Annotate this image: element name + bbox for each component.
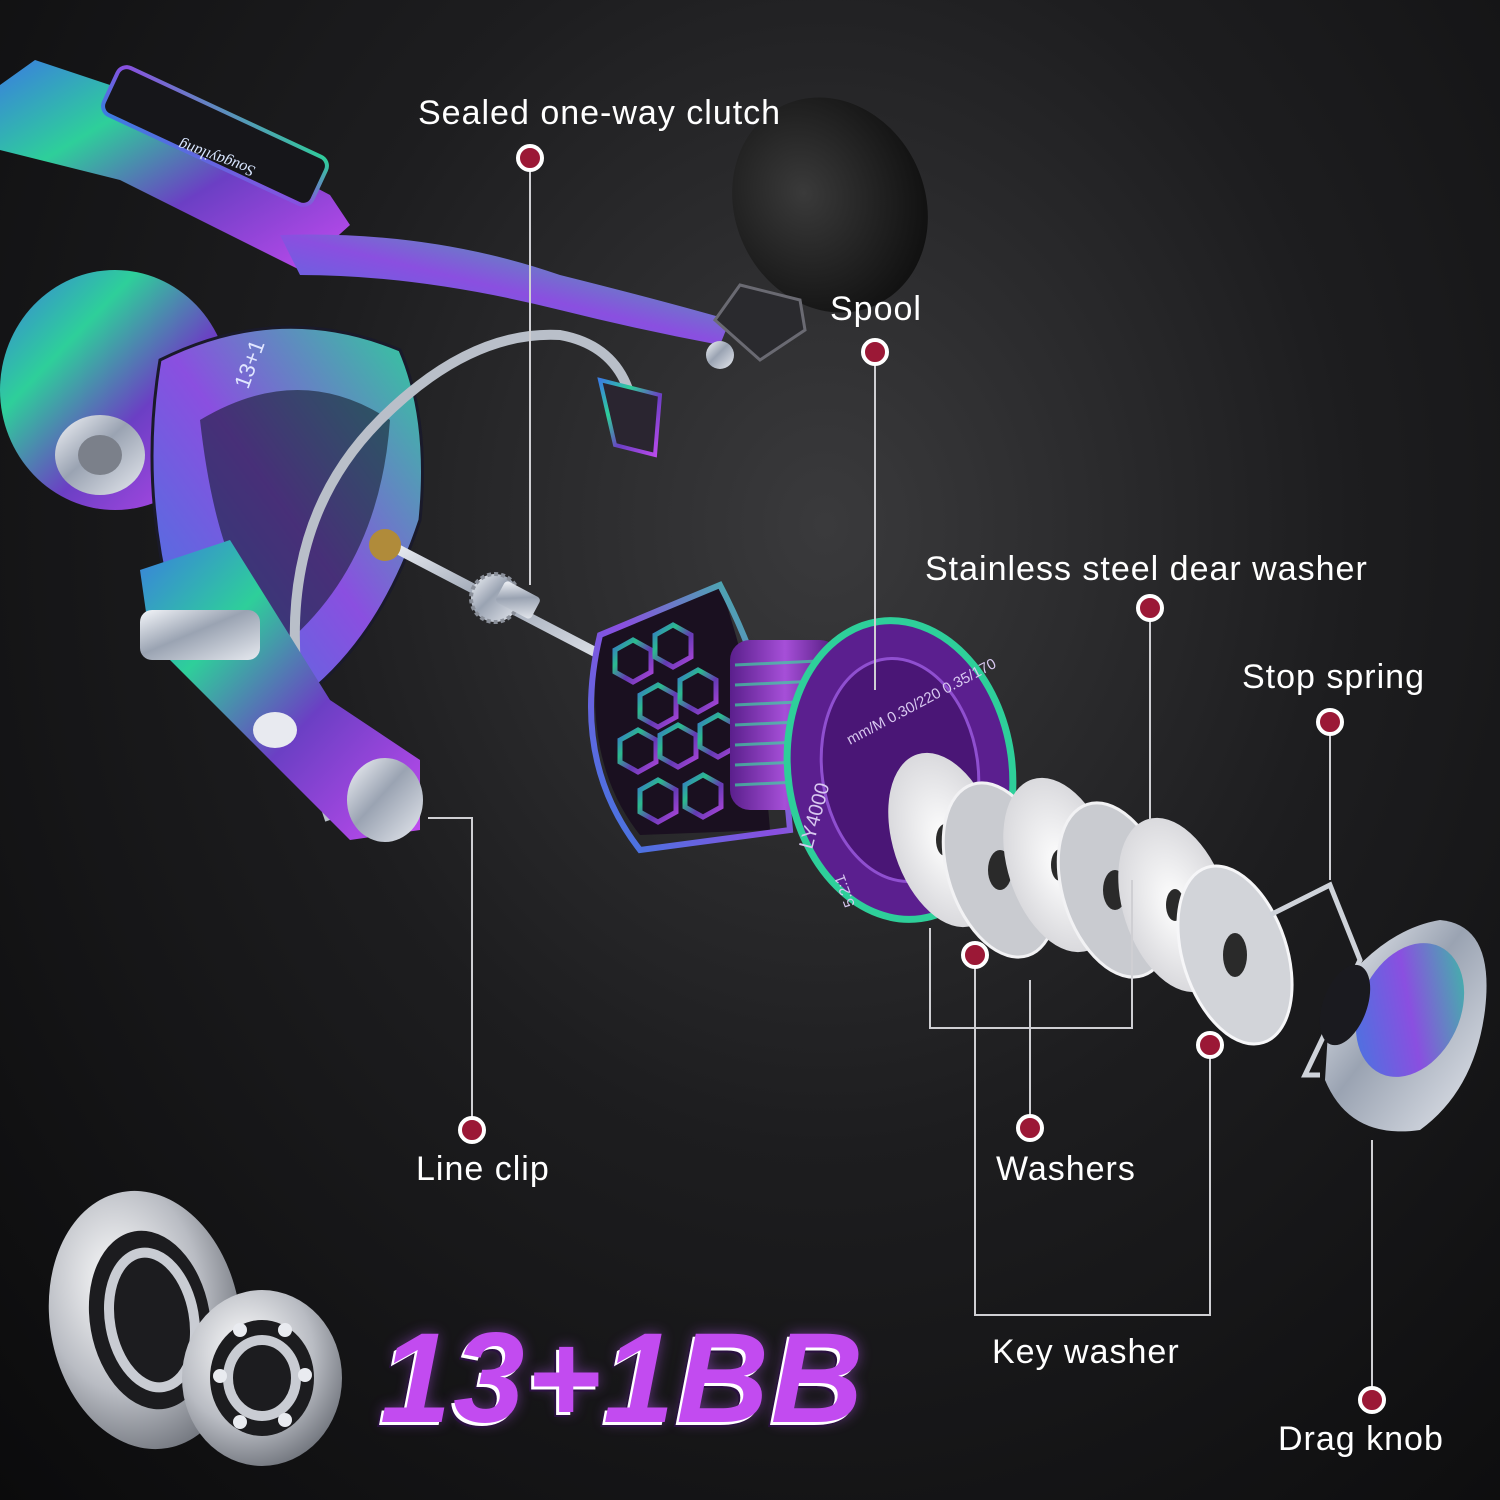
bearings-graphic: [48, 1190, 342, 1466]
handle-crank: [280, 234, 730, 345]
stop-spring-graphic: [1268, 881, 1363, 1078]
label-markers: [458, 144, 1386, 1414]
label-line-clip: Line clip: [416, 1150, 550, 1188]
label-spool: Spool: [830, 290, 922, 328]
washer-stack: [888, 752, 1294, 1046]
marker-washers-top: [961, 941, 989, 969]
marker-line-clip: [458, 1116, 486, 1144]
marker-drag-knob: [1358, 1386, 1386, 1414]
marker-steel-washer: [1136, 594, 1164, 622]
marker-stop-spring: [1316, 708, 1344, 736]
handle-knob-stem: [712, 283, 807, 362]
handle-arm: [0, 60, 350, 270]
marker-key-washer: [1196, 1031, 1224, 1059]
label-washers: Washers: [996, 1150, 1136, 1188]
marker-clutch: [516, 144, 544, 172]
leader-lines: [428, 158, 1373, 1400]
rod-seat: [101, 65, 329, 207]
label-stop-spring: Stop spring: [1242, 658, 1425, 696]
drag-knob-graphic: [1319, 920, 1487, 1132]
bearing-count: 13+1BB: [380, 1307, 866, 1450]
label-key-washer: Key washer: [992, 1333, 1180, 1371]
label-steel-washer: Stainless steel dear washer: [925, 550, 1368, 588]
handle-knob-foam: [732, 97, 928, 313]
main-shaft: [369, 529, 623, 670]
label-clutch: Sealed one-way clutch: [418, 94, 782, 132]
reel-body: Sougayilang 13+1: [0, 60, 928, 842]
marker-spool: [861, 338, 889, 366]
label-drag-knob: Drag knob: [1278, 1420, 1444, 1458]
marker-washers: [1016, 1114, 1044, 1142]
